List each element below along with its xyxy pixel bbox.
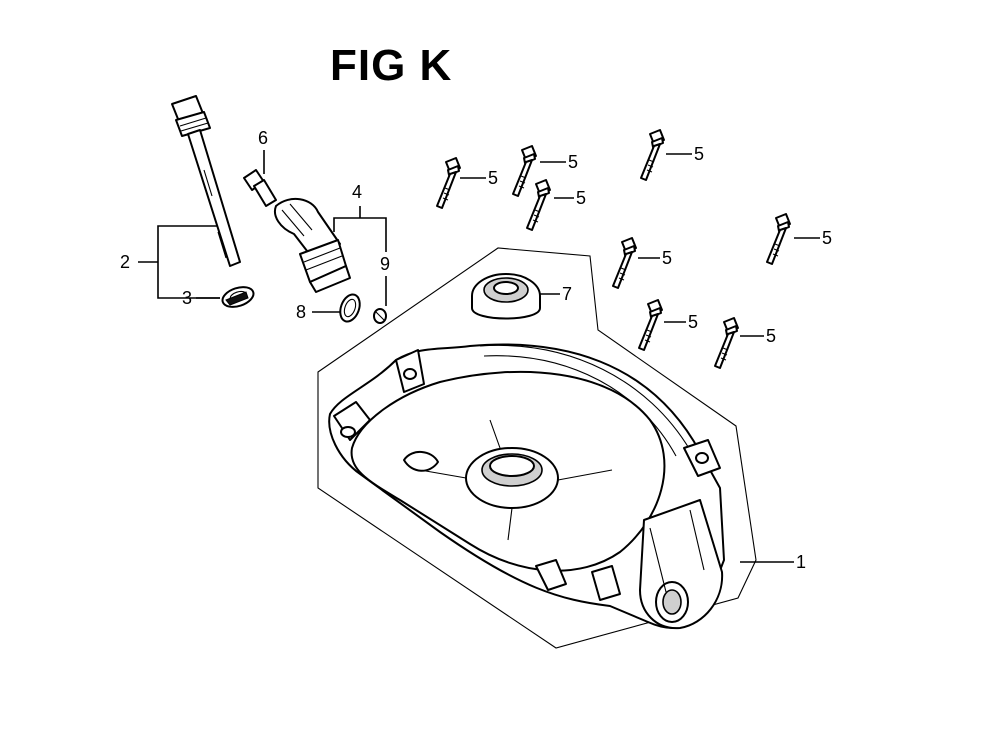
callout-6: 6 <box>258 128 268 148</box>
callout-5-c: 5 <box>576 188 586 208</box>
bolt-5-d <box>640 129 665 181</box>
o-ring <box>339 293 361 323</box>
callout-9: 9 <box>380 254 390 274</box>
callout-2: 2 <box>120 252 130 272</box>
washer <box>221 286 255 308</box>
callout-5-h: 5 <box>766 326 776 346</box>
bolt-5-g <box>638 299 663 351</box>
bolt-5-f <box>612 237 637 289</box>
bolt-5-c <box>526 179 551 231</box>
pin-9 <box>373 308 387 324</box>
callout-1: 1 <box>796 552 806 572</box>
callout-5-g: 5 <box>688 312 698 332</box>
bolt-5-h <box>714 317 739 369</box>
bolt-5-b <box>512 145 537 197</box>
callout-8: 8 <box>296 302 306 322</box>
bracket-2 <box>138 225 220 299</box>
bolt-5-e <box>766 213 791 265</box>
callout-4: 4 <box>352 182 362 202</box>
oil-filler-elbow <box>274 197 351 293</box>
callout-5-e: 5 <box>822 228 832 248</box>
figure-title: FIG K <box>330 41 453 90</box>
callout-5-a: 5 <box>488 168 498 188</box>
case-cover <box>328 343 725 630</box>
bolt-5-a <box>436 157 461 209</box>
bolt-6 <box>243 169 277 207</box>
dipstick <box>171 95 241 267</box>
cover-outline-frame <box>317 247 757 649</box>
bracket-4 <box>333 206 387 252</box>
callout-3: 3 <box>182 288 192 308</box>
callout-5-b: 5 <box>568 152 578 172</box>
callout-5-f: 5 <box>662 248 672 268</box>
callout-7: 7 <box>562 284 572 304</box>
bearing <box>471 273 541 320</box>
callout-5-d: 5 <box>694 144 704 164</box>
